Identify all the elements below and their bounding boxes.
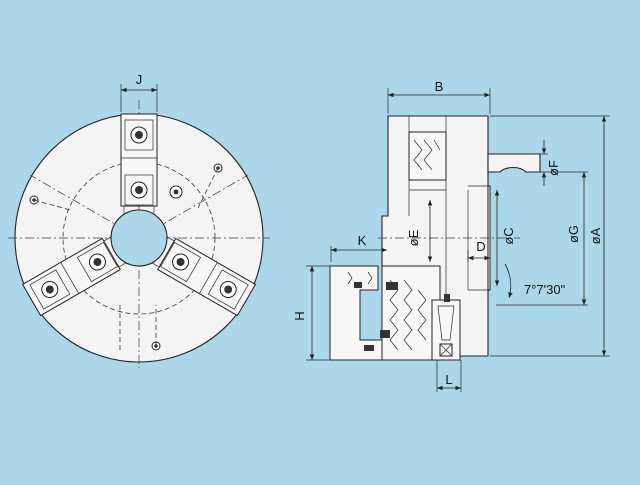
label-a: øA bbox=[588, 227, 603, 244]
dimension-h: H bbox=[292, 265, 330, 361]
label-c: øC bbox=[501, 227, 516, 244]
upper-jaw-side bbox=[408, 131, 447, 181]
hidden-bolt-holes bbox=[33, 167, 219, 350]
dimension-l: L bbox=[436, 360, 462, 392]
dimension-f: øF bbox=[540, 140, 561, 186]
label-l: L bbox=[445, 372, 452, 387]
front-view: J bbox=[8, 72, 270, 368]
taper-angle: 7°7'30" bbox=[504, 263, 566, 299]
pinion-stub bbox=[487, 153, 541, 173]
label-e: øE bbox=[406, 229, 421, 246]
dimension-j: J bbox=[120, 72, 158, 112]
label-b: B bbox=[435, 79, 444, 94]
label-d: D bbox=[476, 239, 485, 254]
dimension-e: øE bbox=[406, 200, 433, 262]
jaw-lower-left bbox=[21, 237, 121, 317]
label-angle: 7°7'30" bbox=[524, 282, 566, 297]
dimension-k: K bbox=[330, 233, 387, 262]
dimension-d: D bbox=[467, 239, 491, 262]
side-view: B øA øG øF øC bbox=[292, 79, 610, 392]
key-bolt bbox=[431, 294, 461, 361]
dimension-b: B bbox=[387, 79, 491, 114]
center-bore bbox=[110, 209, 168, 267]
label-g: øG bbox=[566, 225, 581, 243]
jaw-top bbox=[120, 113, 158, 207]
label-f: øF bbox=[546, 160, 561, 176]
label-j: J bbox=[136, 72, 143, 87]
jaw-lower-right bbox=[157, 237, 257, 317]
dimension-g: øG bbox=[496, 171, 588, 306]
lower-jaw-side bbox=[329, 265, 441, 361]
dimension-a: øA bbox=[490, 115, 610, 357]
label-k: K bbox=[358, 233, 367, 248]
label-h: H bbox=[292, 311, 307, 320]
dimension-c: øC bbox=[494, 190, 516, 286]
